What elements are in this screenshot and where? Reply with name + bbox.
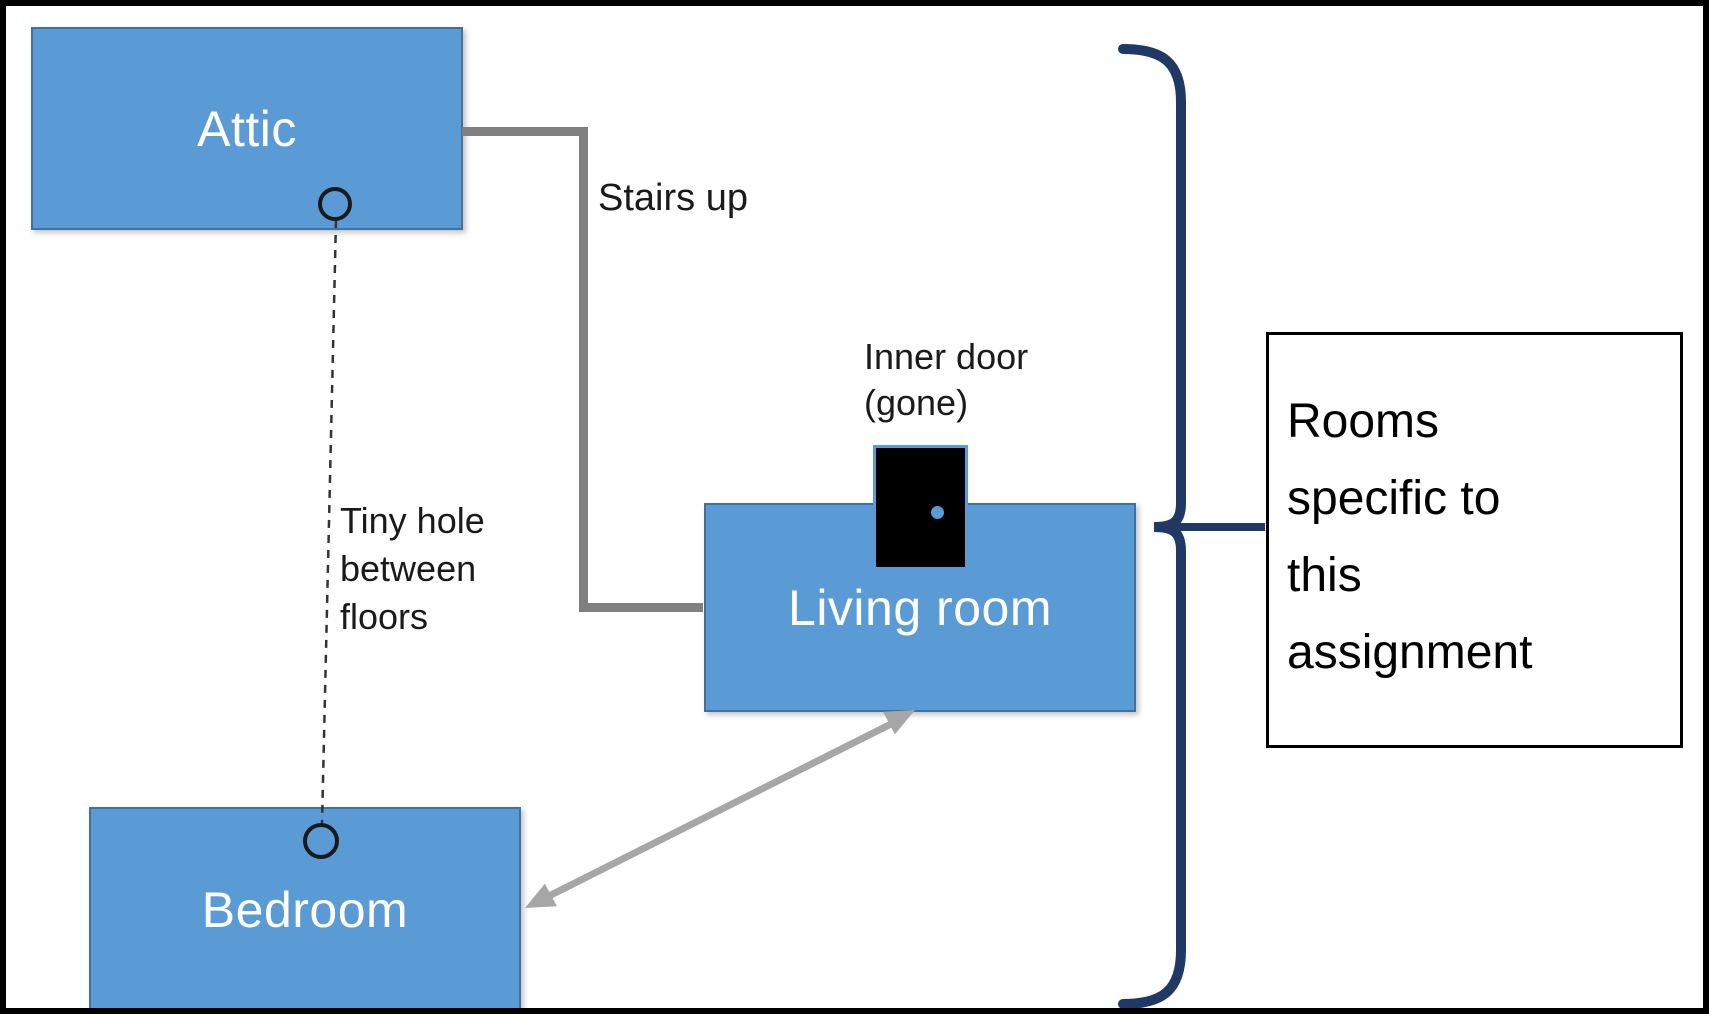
tiny-hole-label: Tiny hole between floors — [340, 497, 485, 641]
side-note-line-3: this — [1287, 549, 1362, 602]
attic-room-box: Attic — [31, 27, 463, 230]
arrow-shaft — [546, 720, 894, 900]
living-room-label: Living room — [788, 579, 1052, 636]
attic-room-label: Attic — [197, 100, 297, 157]
side-note-line-1: Rooms — [1287, 395, 1440, 448]
floor-hole-dashed-line — [320, 219, 338, 825]
bedroom-room-box: Bedroom — [89, 807, 521, 1012]
arrow-head-living — [883, 710, 915, 735]
bedroom-room-label: Bedroom — [201, 881, 409, 938]
inner-door-label: Inner door (gone) — [864, 334, 1028, 426]
inner-door-line-2: (gone) — [864, 382, 969, 423]
side-note-line-4: assignment — [1287, 626, 1533, 679]
side-note-box: Rooms specific to this assignment — [1266, 332, 1683, 748]
arrow-head-bedroom — [525, 883, 557, 908]
inner-door-shape — [873, 445, 968, 570]
tiny-hole-line-2: between — [340, 548, 477, 589]
side-note-line-2: specific to — [1287, 472, 1501, 525]
stairs-up-text: Stairs up — [598, 177, 748, 219]
stairs-up-label: Stairs up — [598, 176, 748, 220]
door-knob-dot — [931, 506, 944, 519]
bedroom-livingroom-arrow — [525, 710, 915, 908]
tiny-hole-line-1: Tiny hole — [340, 500, 485, 541]
inner-door-line-1: Inner door — [864, 336, 1029, 377]
tiny-hole-line-3: floors — [340, 596, 429, 637]
